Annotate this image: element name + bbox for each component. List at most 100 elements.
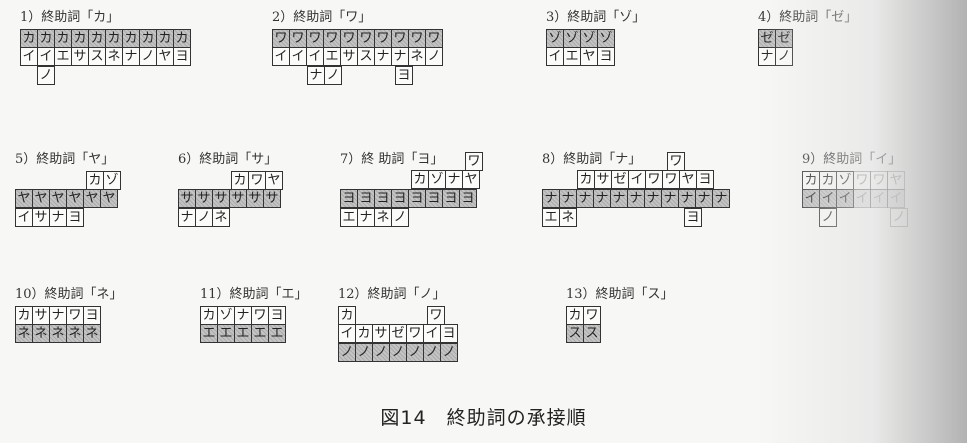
kana-cell: ワ (667, 152, 685, 171)
kana-cell: ヨ (440, 324, 458, 343)
kana-cell: ナ (644, 189, 662, 208)
combination-row: イカサゼワイヨ (338, 324, 458, 344)
empty-cell (667, 209, 685, 228)
figure-title: 11）終助詞「エ」 (200, 287, 308, 302)
empty-cell (374, 306, 392, 325)
empty-cell (376, 152, 394, 171)
kana-cell: ヤ (580, 47, 598, 66)
figure-ya: 5）終助詞「ヤ」 カゾヤヤヤヤヤヤイサナヨ (15, 152, 121, 228)
kana-cell: ヨ (425, 189, 443, 208)
figure-su: 13）終助詞「ス」 カワスス (566, 287, 674, 344)
kana-cell: ワ (425, 29, 443, 48)
kana-cell: イ (546, 47, 564, 66)
combination-row: ナノ (758, 47, 857, 67)
kana-cell: ナ (712, 189, 730, 208)
kana-cell: エ (200, 324, 218, 343)
kana-cell: カ (37, 29, 55, 48)
figure-title: 12）終助詞「ノ」 (338, 287, 446, 302)
kana-cell: カ (15, 306, 33, 325)
particle-row: カカカカカカカカカカ (20, 29, 191, 48)
kana-cell: カ (86, 171, 104, 190)
empty-cell (430, 152, 448, 171)
empty-cell (378, 67, 396, 86)
kana-cell: カ (122, 29, 140, 48)
figure-title: 2）終助詞「ワ」 (272, 10, 372, 25)
kana-cell: ナ (357, 208, 375, 227)
kana-cell: ノ (338, 343, 356, 362)
combination-row: ノ (20, 66, 191, 86)
kana-cell: ナ (695, 189, 713, 208)
kana-cell: ワ (391, 29, 409, 48)
combination-row: カカゾワワヤ (802, 171, 908, 190)
kana-cell: カ (355, 324, 373, 343)
kana-cell: ナ (542, 189, 560, 208)
particle-row: ナナナナナナナナナナナ (542, 189, 730, 209)
kana-cell: ゾ (103, 171, 121, 190)
combination-row: カゾ (15, 171, 121, 190)
kana-cell: イ (338, 324, 356, 343)
kana-cell: カ (819, 171, 837, 190)
kana-cell: ノ (406, 343, 424, 362)
empty-cell (358, 152, 376, 171)
empty-cell (196, 171, 214, 190)
kana-cell: カ (88, 29, 106, 48)
kana-cell: エ (563, 47, 581, 66)
kana-cell: ス (357, 47, 375, 66)
kana-cell: イ (887, 189, 905, 208)
kana-cell: サ (263, 189, 281, 208)
kana-cell: ノ (195, 208, 213, 227)
kana-cell: ネ (374, 208, 392, 227)
kana-cell: サ (229, 189, 247, 208)
particle-row: イイイイイイ (802, 189, 908, 209)
kana-cell: ヤ (49, 189, 67, 208)
kana-cell: イ (20, 47, 38, 66)
kana-cell: サ (195, 189, 213, 208)
kana-cell: ナ (627, 189, 645, 208)
figure-sa: 6）終助詞「サ」 カワヤササササササナノネ (178, 152, 283, 228)
kana-cell: ス (583, 324, 601, 343)
kana-cell: ワ (645, 170, 663, 189)
figure-na: 8）終助詞「ナ」 ワカサゼイワワヤヨナナナナナナナナナナナエネヨ (542, 152, 730, 228)
kana-cell: ナ (234, 306, 252, 325)
kana-cell: カ (156, 29, 174, 48)
kana-cell: ゼ (758, 29, 776, 48)
empty-cell (356, 306, 374, 325)
kana-cell: ナ (49, 306, 67, 325)
combination-row: カゾナヤ (340, 170, 483, 190)
empty-cell (873, 209, 891, 228)
empty-cell (837, 209, 855, 228)
kana-cell: ナ (661, 189, 679, 208)
empty-cell (69, 171, 87, 190)
kana-cell: ナ (610, 189, 628, 208)
empty-cell (340, 171, 358, 190)
empty-cell (394, 152, 412, 171)
kana-cell: イ (853, 189, 871, 208)
kana-cell: ノ (391, 208, 409, 227)
kana-cell: ヨ (83, 306, 101, 325)
particle-row: ササササササ (178, 189, 283, 209)
empty-cell (392, 306, 410, 325)
kana-cell: ヨ (173, 47, 191, 66)
kana-cell: カ (577, 170, 595, 189)
kana-cell: ネ (559, 208, 577, 227)
kana-cell: ゼ (611, 170, 629, 189)
kana-cell: ノ (355, 343, 373, 362)
kana-cell: イ (819, 189, 837, 208)
figure-i: 9）終助詞「イ」 カカゾワワヤイイイイイイノノ (802, 152, 908, 228)
kana-cell: ゾ (836, 171, 854, 190)
empty-cell (650, 152, 668, 171)
empty-cell (290, 67, 308, 86)
empty-cell (376, 171, 394, 190)
kana-cell: カ (200, 306, 218, 325)
kana-cell: カ (338, 306, 356, 325)
figure-title: 7）終 助詞「ヨ」 (340, 152, 444, 167)
empty-cell (20, 67, 38, 86)
kana-cell: ワ (406, 324, 424, 343)
empty-cell (577, 209, 595, 228)
kana-cell: ワ (870, 171, 888, 190)
kana-cell: カ (802, 171, 820, 190)
figure-title: 6）終助詞「サ」 (178, 152, 278, 167)
empty-cell (342, 67, 360, 86)
kana-cell: イ (272, 47, 290, 66)
kana-cell: ワ (583, 306, 601, 325)
